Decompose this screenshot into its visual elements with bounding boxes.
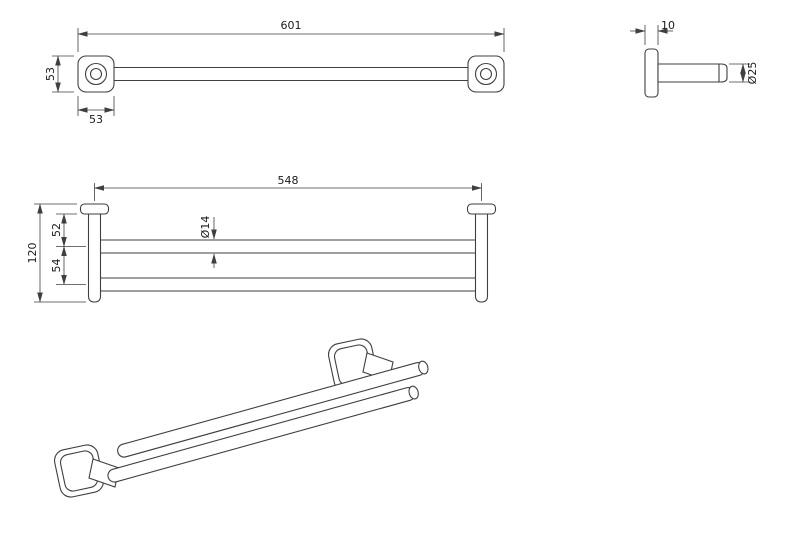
wall-plate-profile [644,48,659,98]
plan-left-post [79,203,110,303]
dim-overall-projection: 120 [26,203,86,303]
front-left-bracket [77,55,115,93]
left-bracket-outer-circle [84,62,108,86]
dim-label-52: 52 [50,223,63,237]
left-plate-edge [79,203,110,215]
dim-label-120: 120 [26,243,39,264]
right-plate-edge [466,203,497,215]
side-view: 10 Ø25 [630,19,759,98]
left-bracket-inner-circle [89,67,103,81]
plan-view: 548 52 54 120 Ø14 [26,174,497,303]
iso-rear-rail [117,361,426,458]
dim-label-53-horizontal: 53 [89,113,103,126]
dim-overall-width: 601 [77,19,505,52]
front-right-bracket [467,55,505,93]
dim-label-10: 10 [661,19,675,32]
left-bracket-outline [77,55,115,93]
dim-label-548: 548 [278,174,299,187]
post-profile [657,63,728,83]
iso-front-rail [107,386,416,483]
dim-label-dia25: Ø25 [746,62,759,85]
dim-rail-spacing: 54 [50,246,86,285]
dim-bracket-height: 53 [44,55,74,93]
dim-label-54: 54 [50,259,63,273]
dim-post-diameter: Ø25 [729,62,759,85]
dim-label-53-vertical: 53 [44,67,57,81]
isometric-view [53,338,429,498]
dim-label-dia14: Ø14 [199,216,212,239]
right-bracket-inner-circle [479,67,493,81]
dim-plate-depth: 10 [630,19,675,45]
dim-bracket-width: 53 [77,96,115,126]
front-view: 601 53 53 [44,19,505,126]
right-bracket-outer-circle [474,62,498,86]
right-post-body [474,213,489,303]
dim-wall-to-first-rail: 52 [50,213,86,247]
plan-right-post [466,203,497,303]
iso-rear-rail-endcap [418,360,429,375]
dim-label-601: 601 [281,19,302,32]
iso-front-rail-endcap [408,385,419,400]
left-post-body [87,213,102,303]
dim-rail-span: 548 [94,174,482,201]
dim-rail-diameter: Ø14 [199,216,217,268]
iso-rails [107,360,429,483]
right-bracket-outline [467,55,505,93]
